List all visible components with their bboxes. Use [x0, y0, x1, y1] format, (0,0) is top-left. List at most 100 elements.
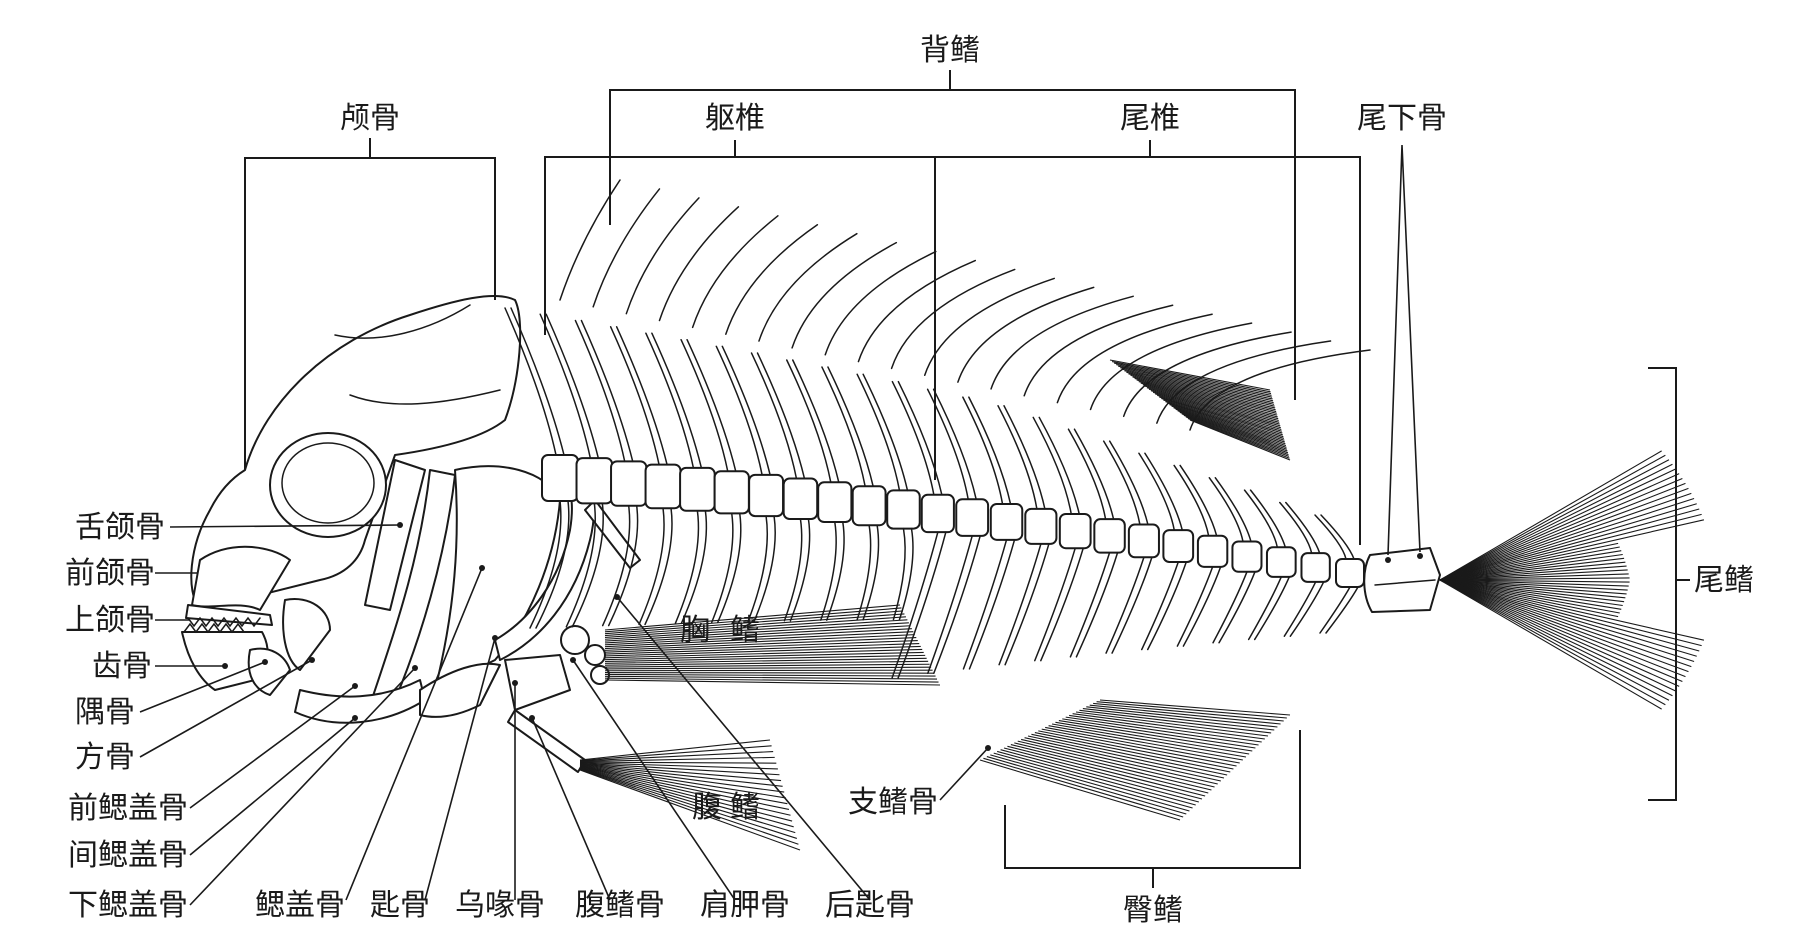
dorsal-ray [592, 188, 661, 308]
rib [571, 502, 604, 628]
dorsal-soft-ray [1177, 410, 1288, 450]
neural-spine [1314, 514, 1347, 560]
dorsal-soft-ray [1148, 388, 1280, 425]
dorsal-ray [857, 259, 977, 363]
dentary-bone [181, 631, 269, 691]
neural-spine [510, 307, 565, 456]
dorsal-soft-ray [1163, 399, 1284, 438]
caudal-ray [1439, 569, 1628, 581]
caudal-ray [1439, 508, 1700, 581]
rib [674, 510, 700, 625]
caudal-ray [1439, 579, 1705, 641]
caudal-ray [1439, 579, 1626, 599]
haemal-spine [1289, 581, 1325, 637]
pelvic-bone [507, 709, 586, 773]
haemal-spine [1105, 556, 1145, 654]
pectoral-ray [604, 625, 911, 644]
pelvic-ray [579, 745, 772, 762]
vertebra [610, 460, 648, 507]
anal-ray [996, 750, 1196, 806]
neural-spine [504, 307, 557, 456]
neural-spine [1032, 416, 1072, 515]
opercle-dot [479, 565, 485, 571]
quadrate-bone [282, 598, 331, 671]
neural-spine [1279, 501, 1313, 554]
caudal-ray [1439, 579, 1689, 673]
anal-ray [986, 756, 1187, 815]
label-interopercle: 间鳃盖骨 [68, 838, 188, 873]
dorsal-soft-ray [1154, 393, 1282, 431]
hypural-suture [1374, 579, 1436, 586]
scapula-bone [560, 625, 590, 655]
caudal-ray [1439, 579, 1628, 591]
anal-ray [1000, 749, 1199, 803]
postcleithrum-dot [614, 594, 620, 600]
pectoral-ray [604, 663, 930, 668]
anal-ray [1058, 720, 1253, 752]
vertebra [1024, 507, 1058, 545]
pelvic-ray [579, 768, 798, 839]
dorsal-soft-ray [1118, 365, 1273, 398]
anal-ray [1027, 735, 1225, 779]
rib [753, 515, 776, 623]
neural-spine [686, 338, 737, 473]
label-dentary: 齿骨 [92, 649, 152, 684]
anal-ray [1062, 718, 1256, 749]
caudal-ray [1439, 579, 1630, 583]
hypural-dot [1385, 557, 1391, 563]
pectoral-ray [604, 666, 932, 670]
neural-spine [1038, 416, 1080, 515]
pelvic-ray [579, 762, 778, 770]
pelvic-ray [579, 767, 796, 834]
haemal-spine [998, 543, 1042, 666]
dorsal-soft-ray [1128, 373, 1275, 407]
dorsal-soft-ray [1130, 374, 1276, 409]
pelvic-ray [579, 769, 801, 851]
dorsal-soft-ray [1159, 396, 1283, 434]
pelvic-ray [579, 751, 774, 762]
vertebra [1265, 546, 1297, 578]
pelvic-ray [579, 765, 788, 805]
vertebra [851, 485, 887, 527]
caudal-ray [1439, 573, 1629, 581]
dorsal-ray [658, 206, 740, 322]
haemal-spine [1247, 576, 1283, 641]
postcleithrum-leader [616, 596, 871, 901]
caudal-ray [1439, 473, 1680, 581]
vertebra [989, 502, 1024, 541]
caudal-ray [1439, 450, 1662, 581]
neural-spine [715, 345, 763, 476]
dorsal-soft-ray [1109, 359, 1271, 391]
label-dorsal-fin: 背鳍 [920, 33, 980, 68]
haemal-spine [933, 535, 981, 674]
dorsal-soft-ray [1173, 407, 1287, 447]
neural-spine [1249, 489, 1287, 549]
neural-spine [1285, 501, 1321, 554]
vertebra [886, 489, 921, 530]
dorsal-soft-ray [1152, 391, 1281, 429]
vertebra [1231, 540, 1263, 573]
pectoral-ray [604, 628, 912, 646]
pectoral-ray [604, 657, 927, 664]
pectoral-ray [604, 648, 923, 659]
skeleton-drawing [181, 179, 1705, 851]
neural-spine [968, 396, 1012, 505]
anal-ray [1051, 723, 1247, 758]
dorsal-soft-ray [1126, 371, 1275, 405]
caudal-ray [1439, 519, 1705, 581]
neural-spine [645, 332, 695, 469]
label-skull: 颅骨 [340, 101, 400, 136]
neural-spine [1102, 440, 1141, 526]
pelvic-ray [579, 768, 799, 845]
pectoral-ray [604, 660, 929, 666]
neural-spines [504, 307, 1355, 560]
dorsal-soft-ray [1181, 413, 1289, 454]
pelvic-ray [579, 739, 771, 761]
label-hypural: 尾下骨 [1357, 101, 1447, 136]
radial-bone [584, 644, 606, 666]
subopercle-dot [412, 665, 418, 671]
dorsal-ray [1023, 304, 1174, 397]
pectoral-ray [604, 607, 902, 633]
caudal-ray [1439, 503, 1697, 581]
anal-fin-bracket [1004, 730, 1301, 888]
